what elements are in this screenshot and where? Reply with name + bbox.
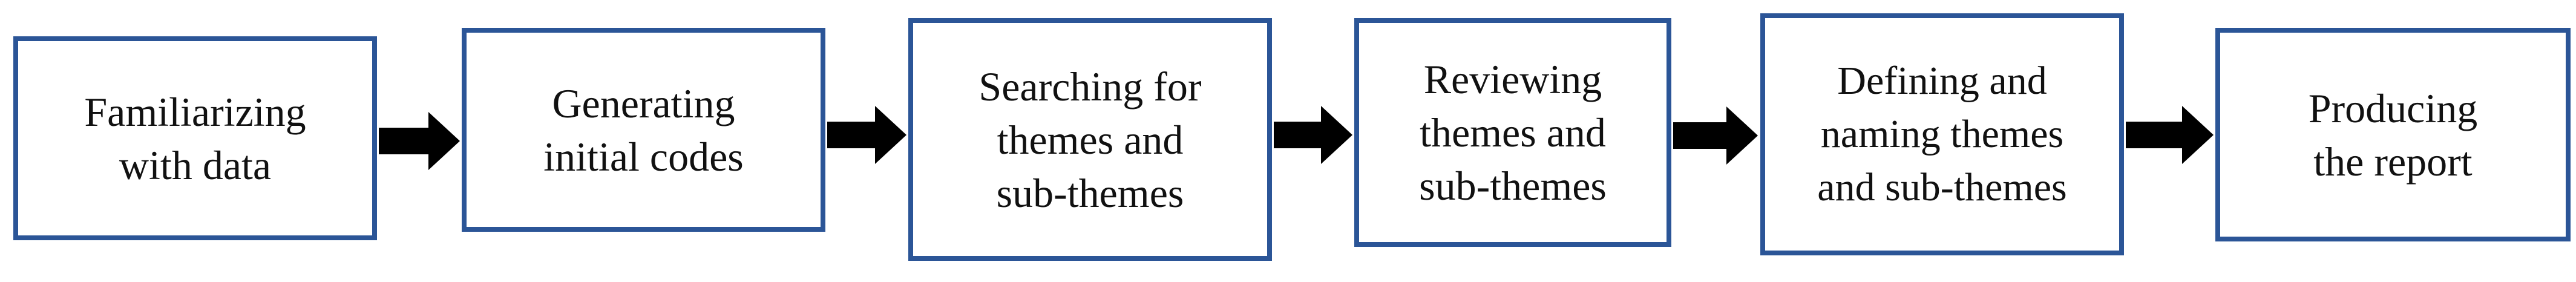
flow-arrow-5 (2126, 106, 2214, 164)
arrow-right-icon (1274, 106, 1352, 164)
step-label-familiarizing: Familiarizing with data (84, 88, 306, 188)
step-box-producing: Producing the report (2215, 28, 2571, 241)
step-box-familiarizing: Familiarizing with data (13, 36, 377, 240)
step-box-searching: Searching for themes and sub-themes (908, 18, 1272, 261)
flow-arrow-3 (1274, 106, 1352, 164)
step-box-generating: Generating initial codes (462, 28, 825, 232)
arrow-right-icon (827, 106, 906, 164)
step-box-reviewing: Reviewing themes and sub-themes (1354, 18, 1671, 247)
flow-arrow-1 (379, 112, 460, 170)
step-box-defining: Defining and naming themes and sub-theme… (1760, 13, 2124, 255)
step-label-producing: Producing the report (2308, 85, 2478, 185)
step-label-searching: Searching for themes and sub-themes (978, 63, 1202, 216)
arrow-right-icon (2126, 106, 2214, 164)
step-label-reviewing: Reviewing themes and sub-themes (1419, 56, 1607, 209)
arrow-right-icon (379, 112, 460, 170)
arrow-right-icon (1673, 107, 1758, 165)
step-label-generating: Generating initial codes (543, 80, 744, 180)
flow-arrow-2 (827, 106, 906, 164)
step-label-defining: Defining and naming themes and sub-theme… (1817, 59, 2067, 209)
flow-arrow-4 (1673, 107, 1758, 165)
